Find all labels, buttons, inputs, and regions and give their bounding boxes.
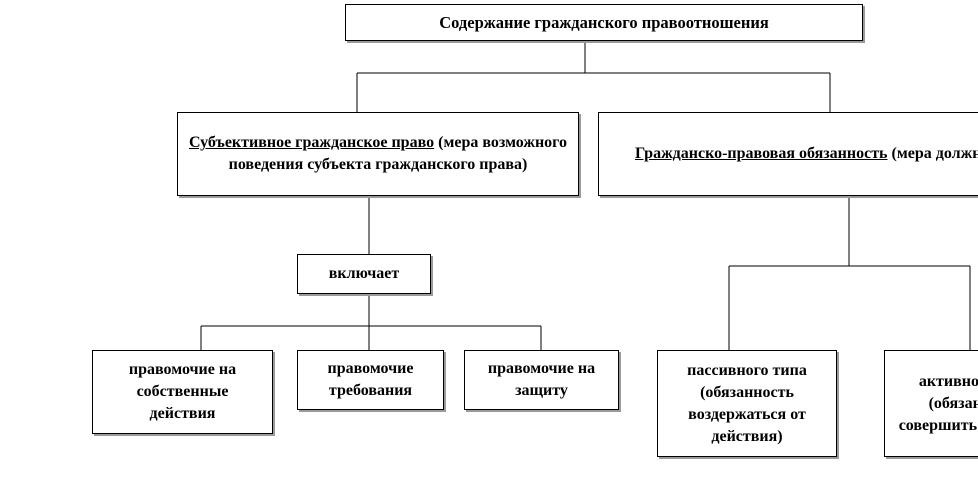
civil-obligation-title: Гражданско-правовая обязанность — [635, 145, 888, 162]
subjective-right-title: Субъективное гражданское право — [188, 134, 435, 151]
left-child-protection: правомочие на защиту — [464, 350, 619, 410]
root-node: Содержание гражданского правоотношения — [345, 4, 863, 41]
civil-obligation-text: Гражданско-правовая обязанность (мера до… — [599, 143, 978, 165]
left-child-demand: правомочие требования — [297, 350, 444, 410]
left-child-1-label: правомочие на собственные действия — [128, 361, 237, 422]
subjective-right-description: (мера возможного поведения субъекта граж… — [228, 134, 568, 173]
left-child-own-actions: правомочие на собственные действия — [92, 350, 273, 434]
right-child-passive: пассивного типа (обязанность воздержатьс… — [657, 350, 837, 457]
includes-node: включает — [297, 254, 431, 294]
left-child-2-label: правомочие требования — [327, 360, 414, 399]
includes-label: включает — [328, 265, 400, 282]
right-child-2-label: активного типа (обязанность совершить де… — [898, 372, 978, 434]
subjective-right-node: Субъективное гражданское право (мера воз… — [177, 112, 579, 196]
civil-obligation-node: Гражданско-правовая обязанность (мера до… — [598, 112, 978, 196]
civil-obligation-description: (мера должного поведения субъекта гражда… — [891, 145, 978, 162]
left-child-3-label: правомочие на защиту — [487, 360, 596, 399]
right-child-active: активного типа (обязанность совершить де… — [884, 350, 978, 457]
root-node-label: Содержание гражданского правоотношения — [439, 12, 769, 32]
subjective-right-text: Субъективное гражданское право (мера воз… — [188, 132, 568, 176]
right-child-1-label: пассивного типа (обязанность воздержатьс… — [687, 361, 807, 445]
